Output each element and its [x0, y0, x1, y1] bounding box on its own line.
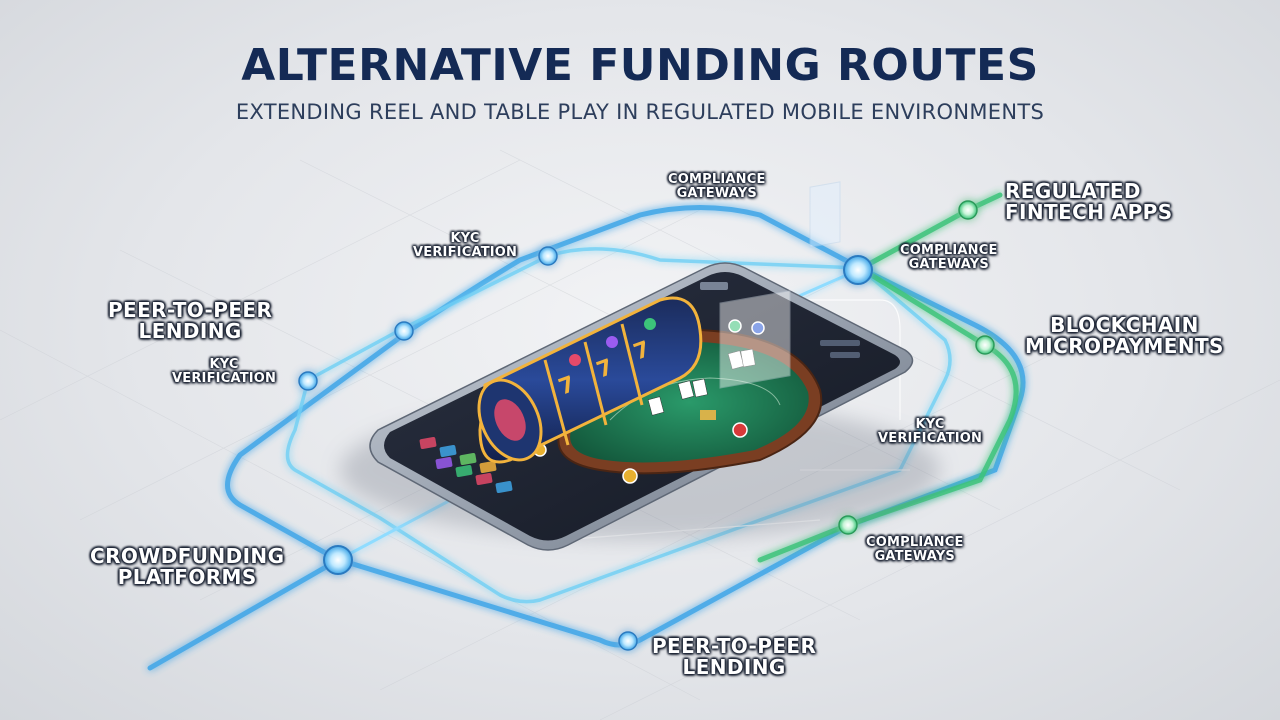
hologram-panels [719, 181, 841, 389]
playing-card [677, 380, 695, 400]
page-subtitle: EXTENDING REEL AND TABLE PLAY IN REGULAT… [235, 100, 1045, 124]
chip [728, 319, 742, 333]
chip [751, 321, 765, 335]
slot-reels-icon: 7 7 7 [477, 296, 703, 464]
chip [622, 468, 638, 484]
chip [732, 422, 748, 438]
playing-card [692, 378, 708, 398]
screen-ui-panels [419, 282, 860, 493]
page-title: ALTERNATIVE FUNDING ROUTES [241, 40, 1039, 91]
playing-card [740, 348, 756, 368]
inner-route-loop [285, 247, 952, 604]
card-table-icon [533, 319, 823, 484]
route-node-icon [298, 200, 995, 651]
bet-marker [700, 410, 716, 420]
playing-card [647, 396, 665, 416]
